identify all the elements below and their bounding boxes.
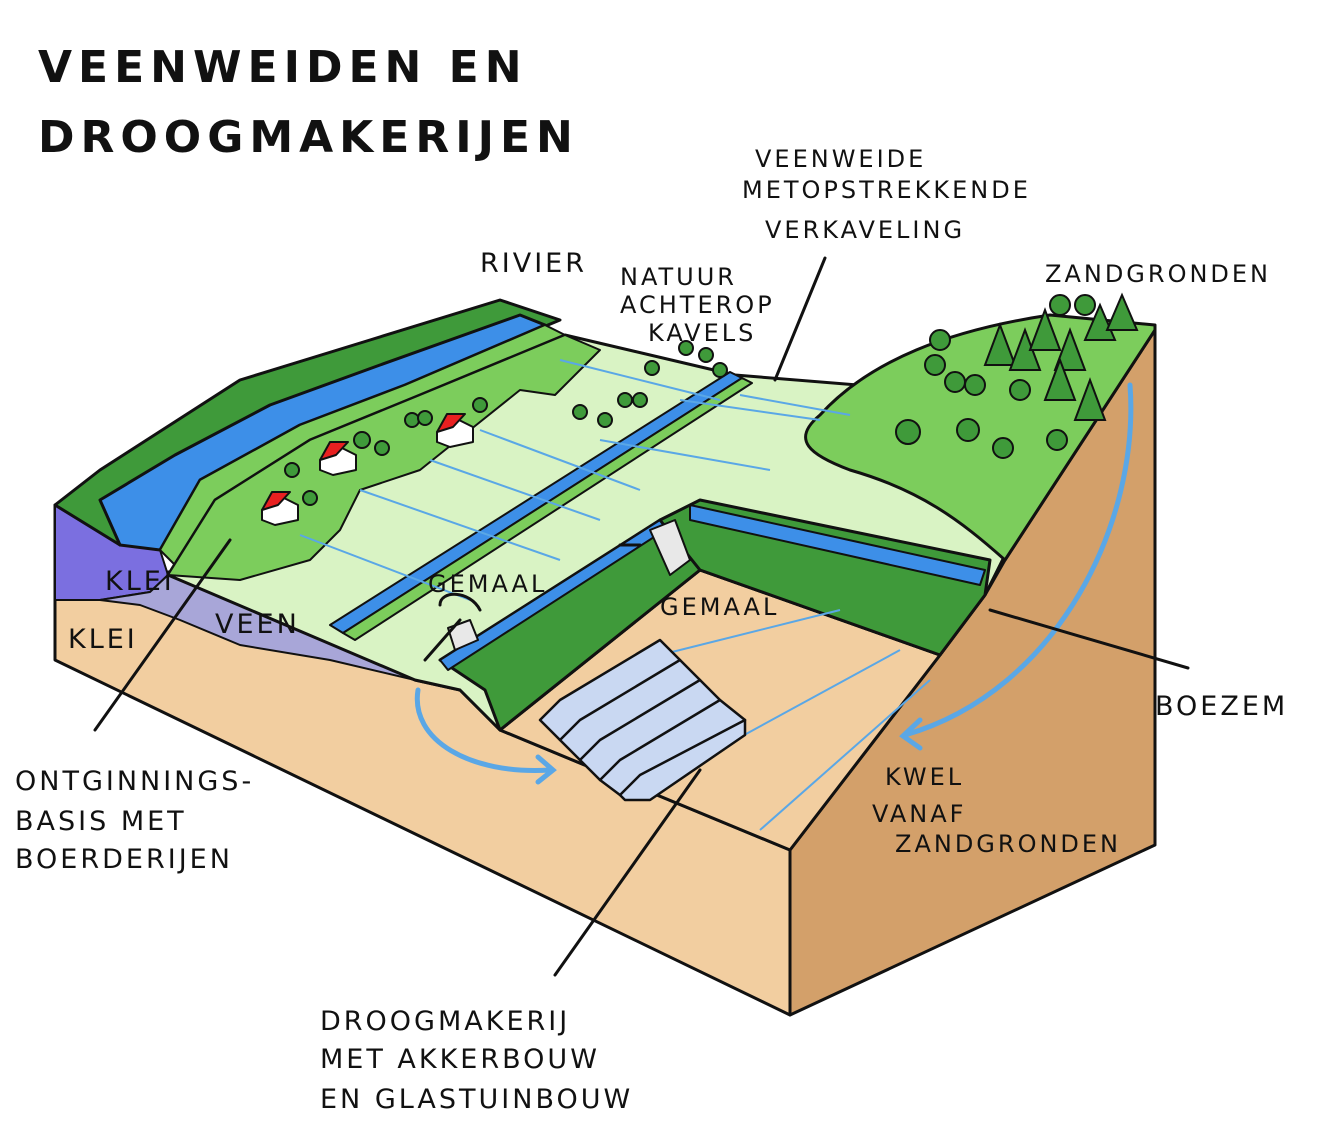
label-rivier: RIVIER bbox=[480, 248, 587, 279]
svg-text:VANAF: VANAF bbox=[872, 800, 966, 828]
label-ontginningsbasis: ONTGINNINGS- BASIS MET BOERDERIJEN bbox=[15, 766, 254, 875]
diagram-title: VEENWEIDEN EN DROOGMAKERIJEN bbox=[38, 42, 579, 163]
label-natuur: NATUUR ACHTEROP KAVELS bbox=[620, 263, 775, 347]
svg-text:MET AKKERBOUW: MET AKKERBOUW bbox=[320, 1044, 600, 1075]
svg-text:BASIS MET: BASIS MET bbox=[15, 806, 187, 837]
label-zandgronden: ZANDGRONDEN bbox=[1045, 260, 1271, 288]
label-klei-bottom: KLEI bbox=[68, 624, 138, 655]
label-veenweide: VEENWEIDE METOPSTREKKENDE VERKAVELING bbox=[742, 145, 1031, 244]
svg-text:NATUUR: NATUUR bbox=[620, 263, 737, 291]
title-line-1: VEENWEIDEN EN bbox=[38, 42, 528, 93]
svg-text:KAVELS: KAVELS bbox=[648, 319, 756, 347]
title-line-2: DROOGMAKERIJEN bbox=[38, 112, 579, 163]
svg-text:BOERDERIJEN: BOERDERIJEN bbox=[15, 844, 233, 875]
label-droogmakerij: DROOGMAKERIJ MET AKKERBOUW EN GLASTUINBO… bbox=[320, 1006, 633, 1115]
svg-text:VERKAVELING: VERKAVELING bbox=[765, 216, 965, 244]
svg-text:ZANDGRONDEN: ZANDGRONDEN bbox=[895, 830, 1121, 858]
svg-text:EN GLASTUINBOUW: EN GLASTUINBOUW bbox=[320, 1084, 633, 1115]
svg-text:DROOGMAKERIJ: DROOGMAKERIJ bbox=[320, 1006, 570, 1037]
label-veen: VEEN bbox=[215, 609, 300, 640]
svg-text:ACHTEROP: ACHTEROP bbox=[620, 291, 775, 319]
label-gemaal-left: GEMAAL bbox=[428, 570, 547, 598]
svg-text:KWEL: KWEL bbox=[885, 763, 964, 791]
svg-text:ONTGINNINGS-: ONTGINNINGS- bbox=[15, 766, 254, 797]
label-klei-top: KLEI bbox=[105, 566, 175, 597]
label-boezem: BOEZEM bbox=[1155, 691, 1288, 722]
label-gemaal-right: GEMAAL bbox=[660, 593, 779, 621]
svg-text:METOPSTREKKENDE: METOPSTREKKENDE bbox=[742, 176, 1031, 204]
svg-text:VEENWEIDE: VEENWEIDE bbox=[755, 145, 926, 173]
